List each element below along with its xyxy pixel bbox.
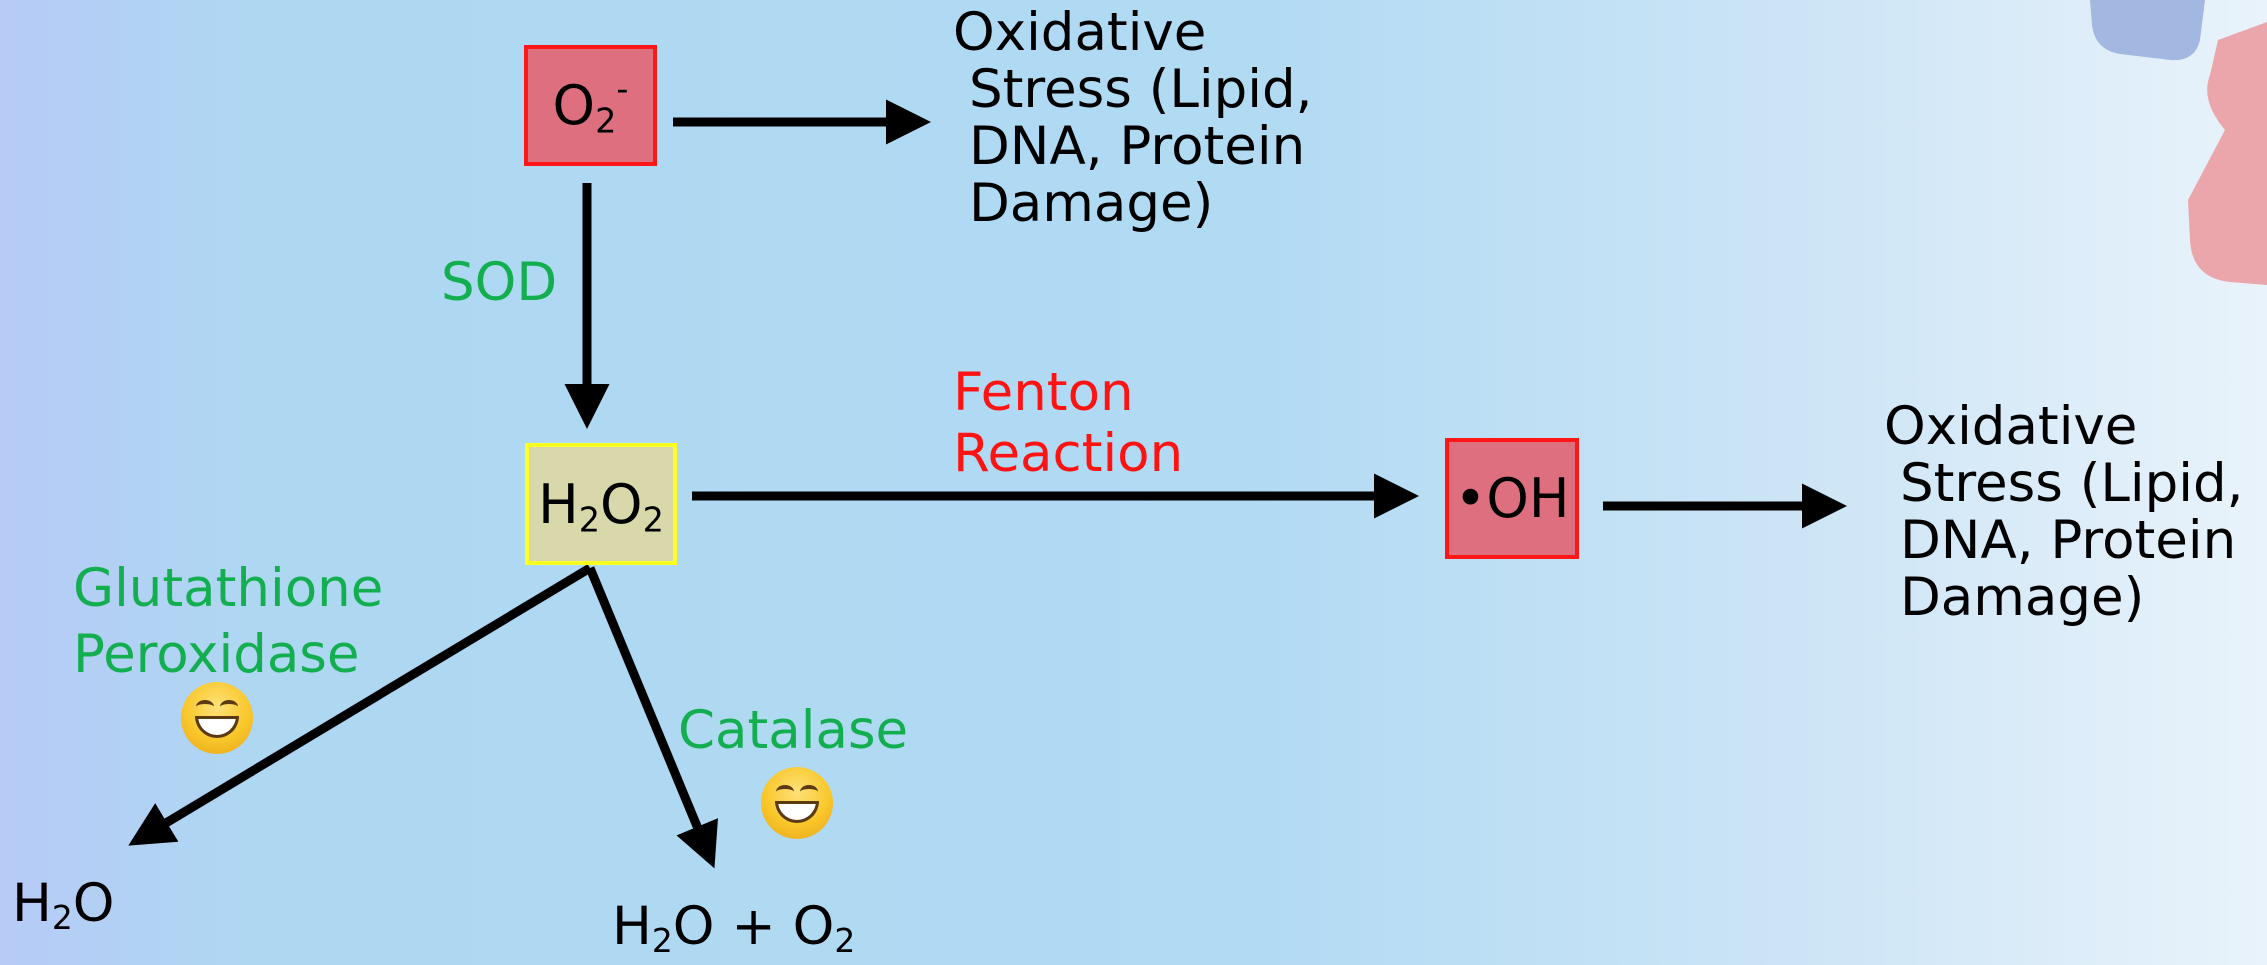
decor-pink-shape (2188, 22, 2267, 285)
arrow-h2o2-to-water (128, 564, 593, 846)
stress-top-line-3: DNA, Protein (969, 116, 1306, 177)
fenton-line-2: Reaction (953, 423, 1184, 484)
glutathione-line-2: Peroxidase (73, 624, 360, 685)
stress-top-line-2: Stress (Lipid, (969, 59, 1313, 120)
hydrogen-peroxide-box: H2O2 (525, 443, 677, 565)
stress-right-line-4: Damage) (1900, 567, 2145, 628)
stress-right-line-1: Oxidative (1884, 396, 2138, 457)
stress-top-line-4: Damage) (969, 173, 1214, 234)
grinning-face-icon (181, 682, 253, 754)
glutathione-peroxidase-label: Glutathione Peroxidase (73, 556, 383, 688)
fenton-line-1: Fenton (953, 362, 1134, 423)
water-product: H2O (12, 873, 115, 938)
stress-right-line-3: DNA, Protein (1900, 510, 2237, 571)
oxidative-stress-right: Oxidative Stress (Lipid, DNA, Protein Da… (1884, 398, 2244, 626)
glutathione-line-1: Glutathione (73, 558, 384, 619)
superoxide-box: O2- (524, 45, 657, 166)
catalase-label: Catalase (678, 700, 909, 761)
hydroxyl-radical-box: •OH (1445, 438, 1579, 559)
stress-right-line-2: Stress (Lipid, (1900, 453, 2244, 514)
grinning-face-icon (761, 767, 833, 839)
hydrogen-peroxide-label: H2O2 (538, 472, 664, 539)
decor-blue-shape (2090, 0, 2205, 61)
superoxide-label: O2- (552, 69, 629, 141)
oxidative-stress-top: Oxidative Stress (Lipid, DNA, Protein Da… (953, 4, 1313, 232)
hydroxyl-radical-label: •OH (1454, 467, 1570, 530)
fenton-reaction-label: Fenton Reaction (953, 362, 1183, 484)
sod-label: SOD (441, 252, 558, 313)
water-oxygen-product: H2O + O2 (612, 896, 856, 961)
arrow-h2o2-to-water-oxygen (585, 566, 719, 869)
stress-top-line-1: Oxidative (953, 2, 1207, 63)
